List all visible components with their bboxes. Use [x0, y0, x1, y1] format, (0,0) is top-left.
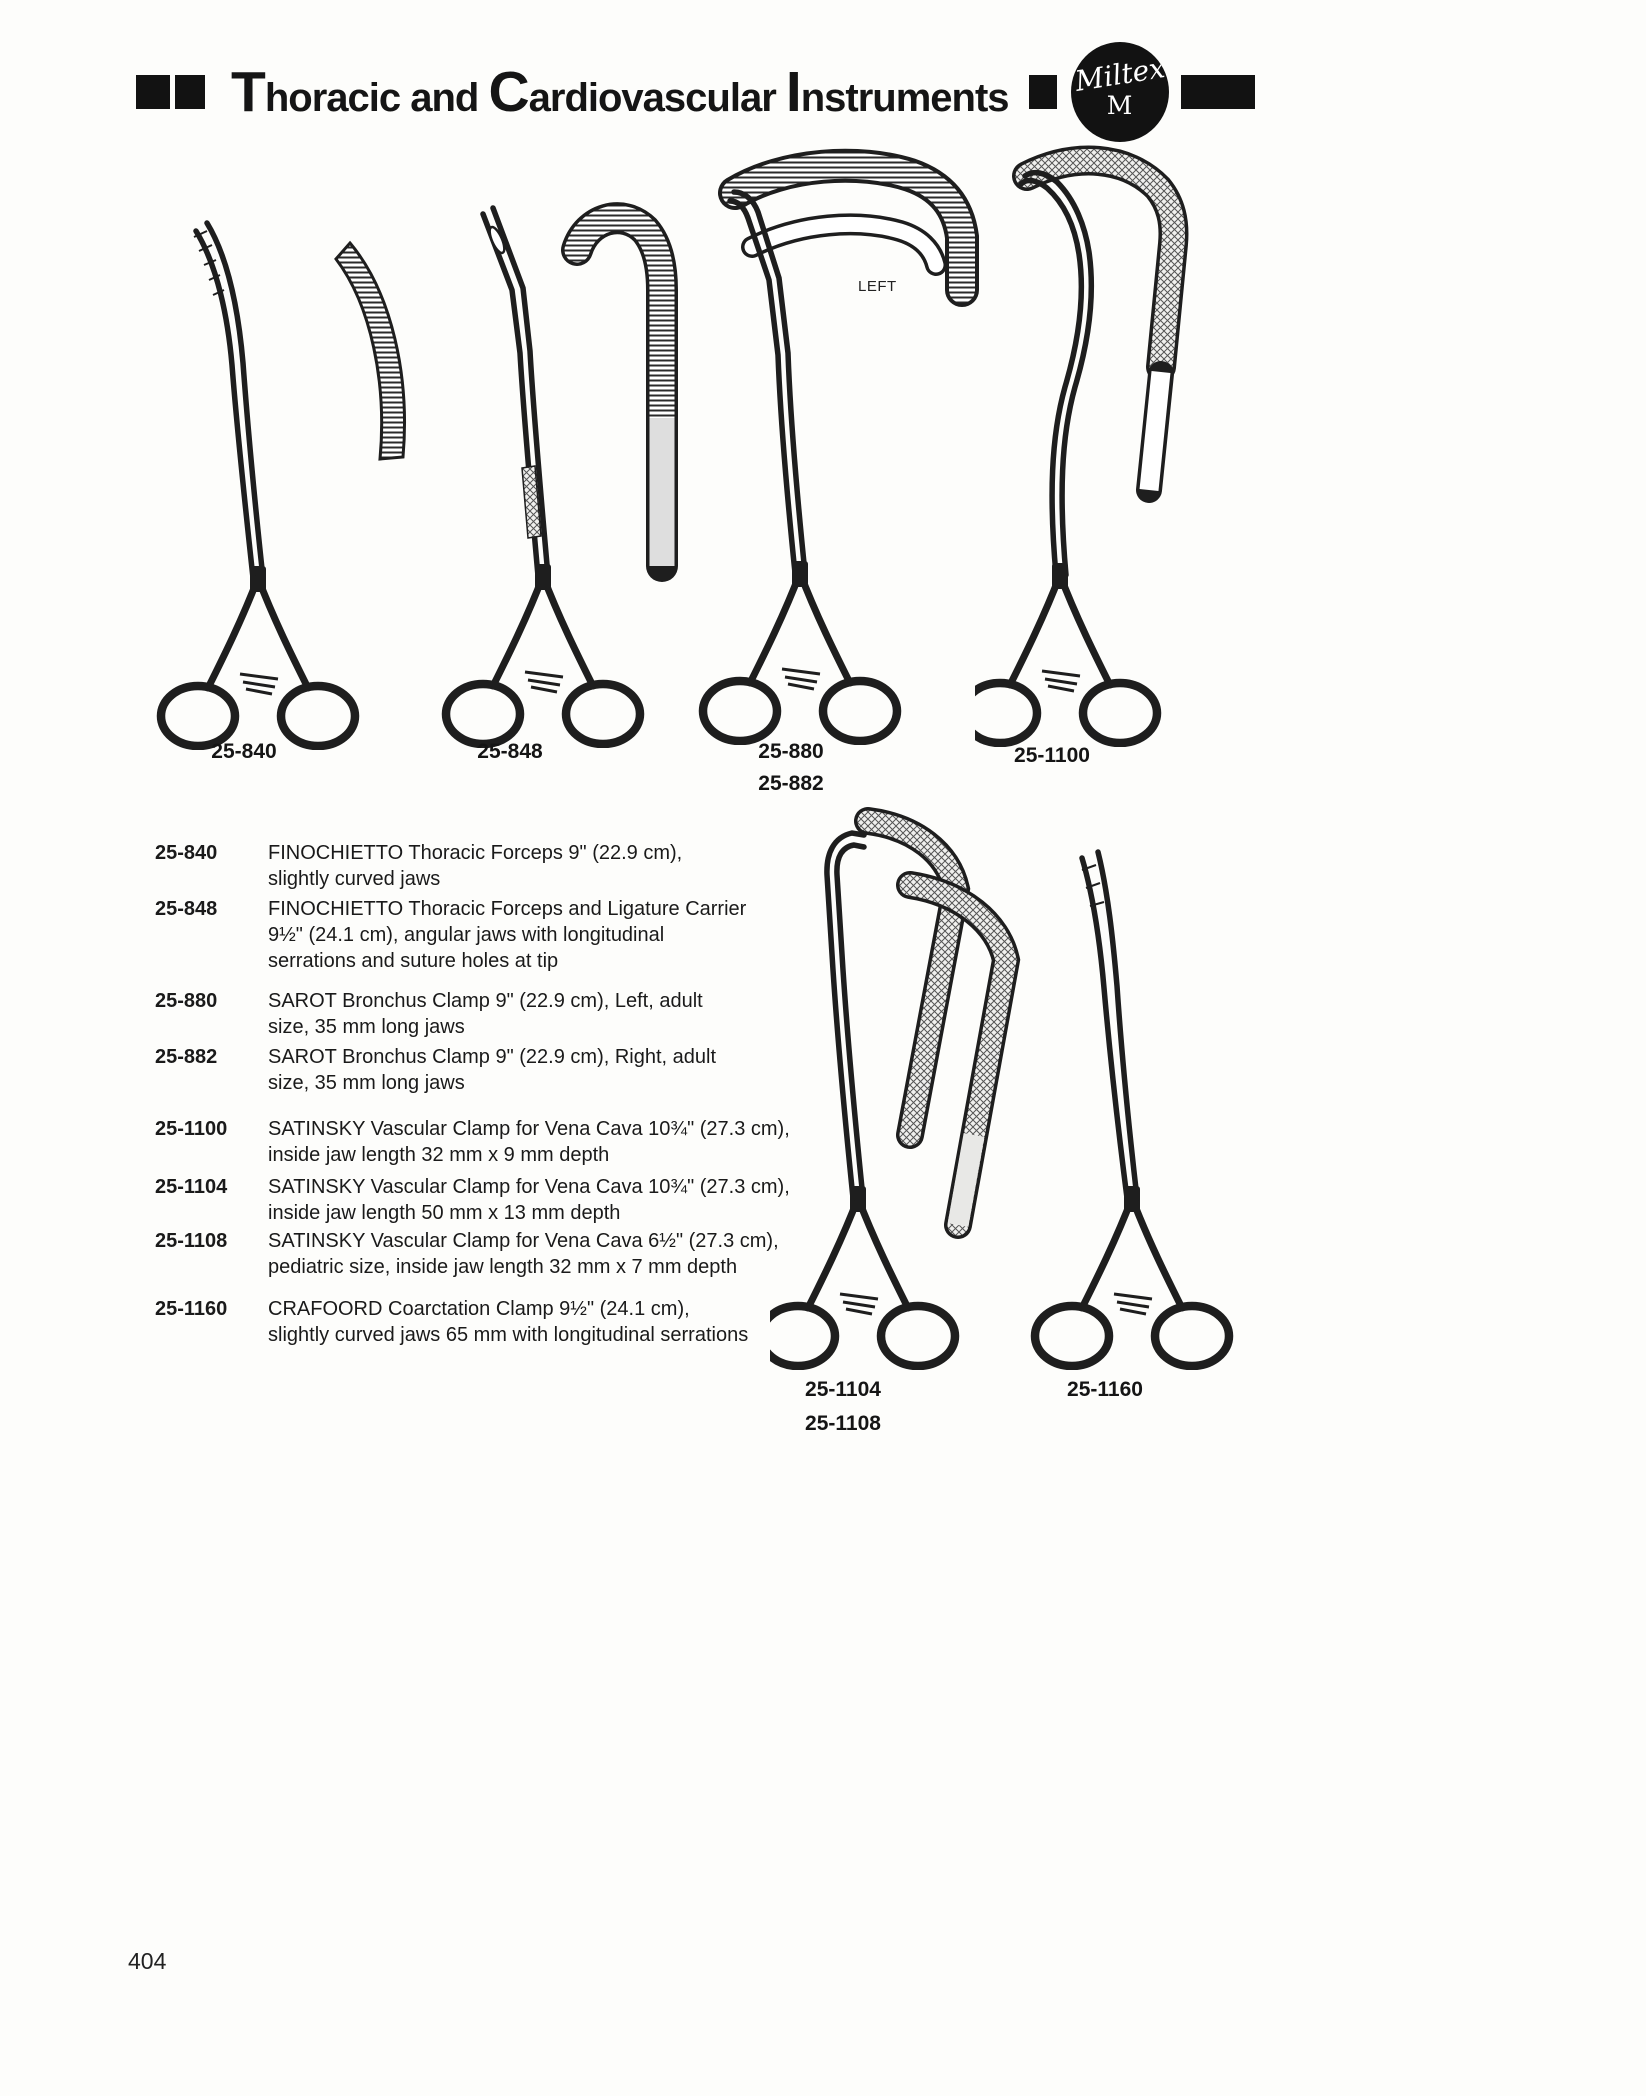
jaw-detail-knurled-hook: [1012, 145, 1189, 503]
illustration-25-840-finochietto-forceps: [150, 220, 406, 750]
product-description-line: inside jaw length 32 mm x 9 mm depth: [268, 1144, 610, 1166]
product-description-line: slightly curved jaws 65 mm with longitud…: [268, 1324, 749, 1346]
illustration-25-1100-satinsky-clamp: [975, 145, 1189, 747]
product-description-line: FINOCHIETTO Thoracic Forceps and Ligatur…: [268, 898, 747, 920]
product-item: 25-848 FINOCHIETTO Thoracic Forceps and …: [155, 896, 835, 974]
product-description-line: pediatric size, inside jaw length 32 mm …: [268, 1256, 738, 1278]
miltex-logo-monogram: M: [1106, 91, 1133, 120]
forceps-body: [1035, 849, 1229, 1366]
product-item: 25-1100 SATINSKY Vascular Clamp for Vena…: [155, 1116, 835, 1168]
product-code: 25-882: [155, 1046, 218, 1068]
jaw-detail-large-serrated: [718, 148, 979, 307]
jaw-detail-chevron-1: [854, 807, 971, 1149]
product-description: FINOCHIETTO Thoracic Forceps 9" (22.9 cm…: [268, 840, 682, 892]
product-description-line: serrations and suture holes at tip: [268, 950, 559, 972]
illustration-25-1160-crafoord-clamp: [1020, 849, 1250, 1370]
forceps-body: [703, 189, 897, 741]
product-description: SAROT Bronchus Clamp 9" (22.9 cm), Left,…: [268, 988, 703, 1040]
product-description-line: size, 35 mm long jaws: [268, 1072, 465, 1094]
figure-label-25-1100: 25-1100: [1014, 744, 1090, 767]
product-item: 25-1160 CRAFOORD Coarctation Clamp 9½" (…: [155, 1296, 835, 1348]
product-item: 25-880 SAROT Bronchus Clamp 9" (22.9 cm)…: [155, 988, 835, 1040]
forceps-body: [975, 169, 1157, 743]
product-description: SATINSKY Vascular Clamp for Vena Cava 6½…: [268, 1228, 779, 1280]
product-item: 25-1108 SATINSKY Vascular Clamp for Vena…: [155, 1228, 835, 1280]
figure-label-25-882: 25-882: [758, 772, 824, 795]
page-title: Thoracic and Cardiovascular Instruments: [231, 59, 1010, 125]
figure-label-25-840: 25-840: [211, 740, 277, 763]
product-description: SAROT Bronchus Clamp 9" (22.9 cm), Right…: [268, 1044, 716, 1096]
product-description-line: SAROT Bronchus Clamp 9" (22.9 cm), Left,…: [268, 990, 703, 1012]
suture-hole-slot: [488, 225, 506, 255]
product-code: 25-848: [155, 898, 218, 920]
product-description-line: CRAFOORD Coarctation Clamp 9½" (24.1 cm)…: [268, 1298, 690, 1320]
figure-label-25-1160: 25-1160: [1067, 1378, 1143, 1401]
product-list: 25-840 FINOCHIETTO Thoracic Forceps 9" (…: [155, 840, 835, 1348]
forceps-body: [446, 205, 640, 744]
header-bar-decoration: [1180, 75, 1255, 109]
product-code: 25-880: [155, 990, 218, 1012]
product-description-line: 9½" (24.1 cm), angular jaws with longitu…: [268, 924, 665, 946]
product-code: 25-1100: [155, 1118, 228, 1140]
product-description-line: size, 35 mm long jaws: [268, 1016, 465, 1038]
product-description-line: SATINSKY Vascular Clamp for Vena Cava 6½…: [268, 1230, 779, 1252]
figure-label-25-880: 25-880: [758, 740, 824, 763]
product-description-line: SATINSKY Vascular Clamp for Vena Cava 10…: [268, 1118, 790, 1140]
title-text: ardiovascular: [528, 76, 786, 120]
title-text: horacic and: [264, 76, 489, 120]
jaw-detail-angular-bar: [561, 202, 678, 582]
illustration-25-848-finochietto-ligature-carrier: [425, 202, 678, 748]
header-bar-decoration: [1028, 75, 1057, 109]
product-item: 25-840 FINOCHIETTO Thoracic Forceps 9" (…: [155, 840, 835, 892]
jaw-detail-chevron-2: [896, 871, 1021, 1239]
product-item: 25-1104 SATINSKY Vascular Clamp for Vena…: [155, 1174, 835, 1226]
title-text: nstruments: [800, 76, 1010, 120]
product-code: 25-1104: [155, 1176, 228, 1198]
page-number: 404: [128, 1948, 167, 1974]
product-item: 25-882 SAROT Bronchus Clamp 9" (22.9 cm)…: [155, 1044, 835, 1096]
product-description: CRAFOORD Coarctation Clamp 9½" (24.1 cm)…: [268, 1296, 748, 1348]
product-code: 25-1108: [155, 1230, 228, 1252]
header-bar-decoration: [175, 75, 205, 109]
figure-label-25-848: 25-848: [477, 740, 543, 763]
jaw-detail-curved-serrated: [334, 240, 406, 461]
miltex-logo: Miltex M: [1070, 42, 1169, 142]
title-initial: I: [785, 60, 802, 124]
product-code: 25-1160: [155, 1298, 228, 1320]
page-header: Thoracic and Cardiovascular Instruments …: [136, 34, 1526, 150]
title-initial: C: [488, 60, 529, 124]
product-description-line: slightly curved jaws: [268, 868, 441, 890]
title-initial: T: [231, 60, 266, 124]
figure-label-25-1108: 25-1108: [805, 1412, 881, 1435]
illustration-25-880-sarot-bronchus-clamp: [690, 148, 979, 745]
header-bar-decoration: [136, 75, 170, 109]
product-code: 25-840: [155, 842, 218, 864]
product-description-line: FINOCHIETTO Thoracic Forceps 9" (22.9 cm…: [268, 842, 683, 864]
product-description: FINOCHIETTO Thoracic Forceps and Ligatur…: [268, 896, 746, 974]
product-description-line: SATINSKY Vascular Clamp for Vena Cava 10…: [268, 1176, 790, 1198]
forceps-body: [770, 830, 955, 1366]
product-description: SATINSKY Vascular Clamp for Vena Cava 10…: [268, 1116, 790, 1168]
jaw-orientation-label: LEFT: [858, 278, 897, 295]
forceps-body: [161, 220, 355, 746]
product-description-line: inside jaw length 50 mm x 13 mm depth: [268, 1202, 621, 1224]
illustration-25-1104-satinsky-clamp: [770, 807, 1021, 1370]
product-description: SATINSKY Vascular Clamp for Vena Cava 10…: [268, 1174, 790, 1226]
product-description-line: SAROT Bronchus Clamp 9" (22.9 cm), Right…: [268, 1046, 717, 1068]
figure-label-25-1104: 25-1104: [805, 1378, 881, 1401]
